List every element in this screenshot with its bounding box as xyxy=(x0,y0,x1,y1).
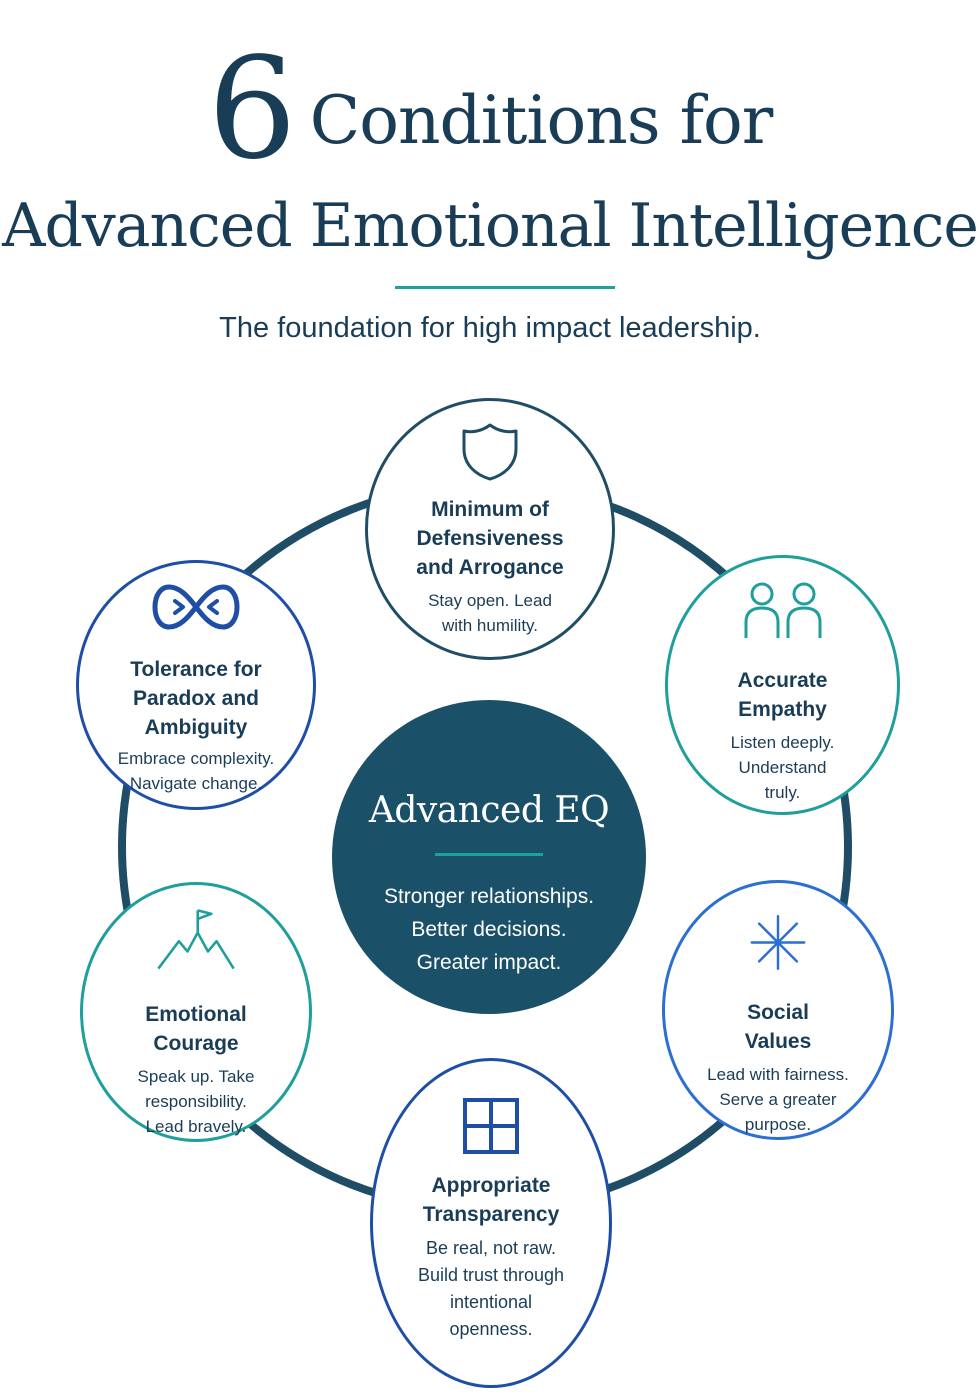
infinity-heart-icon xyxy=(152,584,240,630)
condition-desc: Listen deeply. Understand truly. xyxy=(730,733,835,802)
asterisk-star-icon xyxy=(750,915,806,970)
shield-icon xyxy=(462,423,518,481)
condition-title: Appropriate Transparency xyxy=(422,1174,560,1226)
condition-title: Social Values xyxy=(744,1001,812,1053)
condition-paradox: Tolerance for Paradox and Ambiguity Embr… xyxy=(76,560,316,810)
title-number: 6 xyxy=(207,28,297,191)
advanced-eq-hub: Advanced EQ Stronger relationships. Bett… xyxy=(332,700,646,1014)
condition-title: Minimum of Defensiveness and Arrogance xyxy=(416,498,564,579)
condition-desc: Stay open. Lead with humility. xyxy=(428,591,552,635)
hub-line: Greater impact. xyxy=(416,951,562,974)
condition-empathy: Accurate Empathy Listen deeply. Understa… xyxy=(665,555,900,815)
condition-title: Tolerance for Paradox and Ambiguity xyxy=(130,658,262,739)
title-text: Conditions for xyxy=(309,82,774,159)
condition-social-values: Social Values Lead with fairness. Serve … xyxy=(662,880,894,1140)
page-title-line2: Advanced Emotional Intelligence xyxy=(2,191,979,261)
condition-defensiveness: Minimum of Defensiveness and Arrogance S… xyxy=(365,398,615,660)
title-divider xyxy=(395,286,615,289)
condition-courage: Emotional Courage Speak up. Take respons… xyxy=(80,882,312,1142)
condition-title: Emotional Courage xyxy=(145,1003,247,1055)
hub-line: Better decisions. xyxy=(411,918,567,941)
hub-line: Stronger relationships. xyxy=(383,885,595,908)
window-grid-icon xyxy=(463,1098,519,1154)
condition-transparency: Appropriate Transparency Be real, not ra… xyxy=(370,1058,612,1388)
hub-title: Advanced EQ xyxy=(368,790,610,831)
mountain-flag-icon xyxy=(157,909,235,970)
hub-divider xyxy=(435,853,543,856)
condition-desc: Be real, not raw. Build trust through in… xyxy=(417,1238,565,1339)
two-people-icon xyxy=(744,582,821,638)
condition-desc: Speak up. Take responsibility. Lead brav… xyxy=(137,1067,255,1136)
condition-title: Accurate Empathy xyxy=(737,669,828,721)
subtitle: The foundation for high impact leadershi… xyxy=(219,312,761,344)
condition-desc: Lead with fairness. Serve a greater purp… xyxy=(707,1065,849,1134)
condition-desc: Embrace complexity. Navigate change. xyxy=(117,749,275,793)
